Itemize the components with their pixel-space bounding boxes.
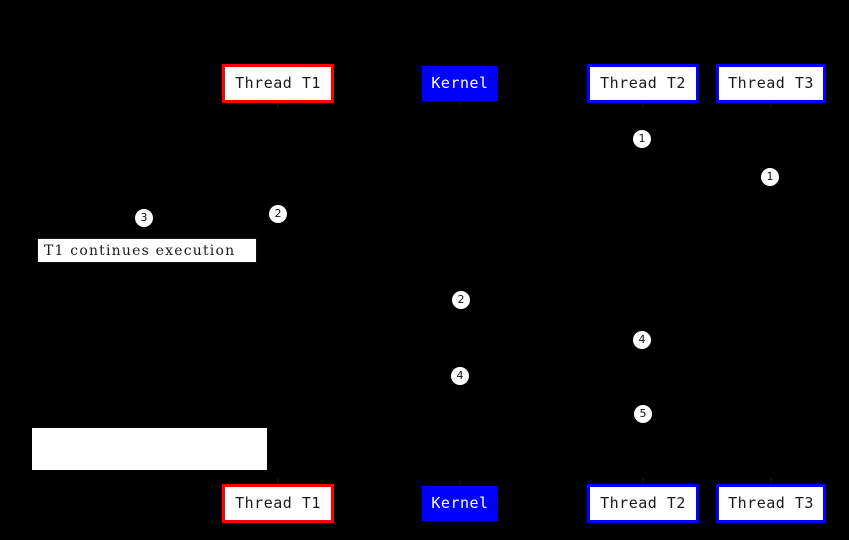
step-badge: 3	[135, 209, 153, 227]
lifeline-stub	[770, 100, 772, 108]
lifeline-stub	[642, 100, 644, 108]
note-box: T1 continues execution	[37, 238, 257, 263]
step-badge: 1	[761, 168, 779, 186]
lifeline-stub	[277, 100, 279, 108]
lifeline-stub	[459, 99, 461, 105]
blank-note-box	[32, 428, 267, 470]
participant-box-bottom-thread-t1[interactable]: Thread T1	[222, 484, 334, 523]
participant-box-bottom-thread-t2[interactable]: Thread T2	[587, 484, 699, 523]
lifeline-stub	[277, 478, 279, 486]
lifeline-stub	[459, 480, 461, 486]
lifeline-stub	[642, 478, 644, 486]
step-badge: 4	[451, 367, 469, 385]
participant-box-bottom-kernel[interactable]: Kernel	[422, 486, 498, 521]
participant-box-top-kernel[interactable]: Kernel	[422, 66, 498, 101]
step-badge: 2	[269, 205, 287, 223]
participant-box-top-thread-t1[interactable]: Thread T1	[222, 64, 334, 103]
participant-box-top-thread-t2[interactable]: Thread T2	[587, 64, 699, 103]
step-badge: 2	[452, 291, 470, 309]
step-badge: 5	[634, 405, 652, 423]
step-badge: 4	[633, 331, 651, 349]
step-badge: 1	[633, 130, 651, 148]
participant-box-bottom-thread-t3[interactable]: Thread T3	[716, 484, 826, 523]
participant-box-top-thread-t3[interactable]: Thread T3	[716, 64, 826, 103]
lifeline-stub	[770, 478, 772, 486]
